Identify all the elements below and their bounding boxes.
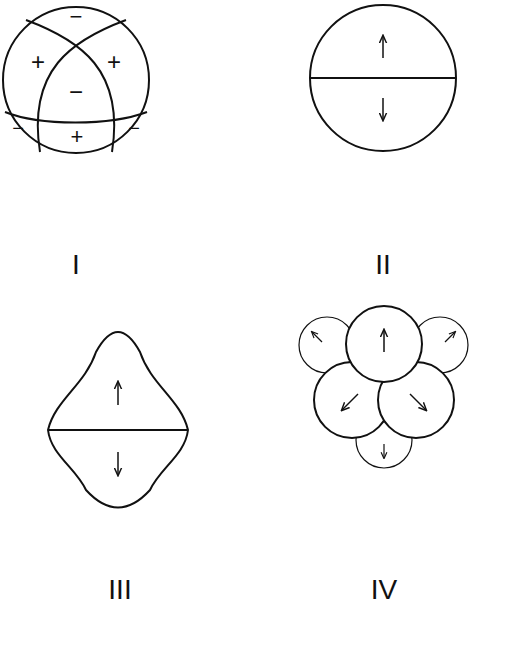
charge-sign: −	[12, 118, 24, 138]
charge-sign: +	[107, 50, 121, 74]
panel-numeral: III	[108, 576, 131, 604]
charge-sign: +	[71, 126, 84, 148]
charge-sign: −	[69, 80, 83, 104]
panel-numeral: IV	[371, 576, 397, 604]
cell-cluster	[299, 306, 468, 468]
panel-numeral: II	[375, 251, 391, 279]
sphere-figure	[3, 7, 149, 153]
panel-numeral: I	[72, 251, 80, 279]
charge-sign: −	[70, 6, 83, 28]
elongated-cell	[48, 332, 188, 508]
charge-sign: +	[31, 50, 45, 74]
charge-sign: −	[128, 118, 140, 138]
divided-circle	[310, 5, 456, 151]
